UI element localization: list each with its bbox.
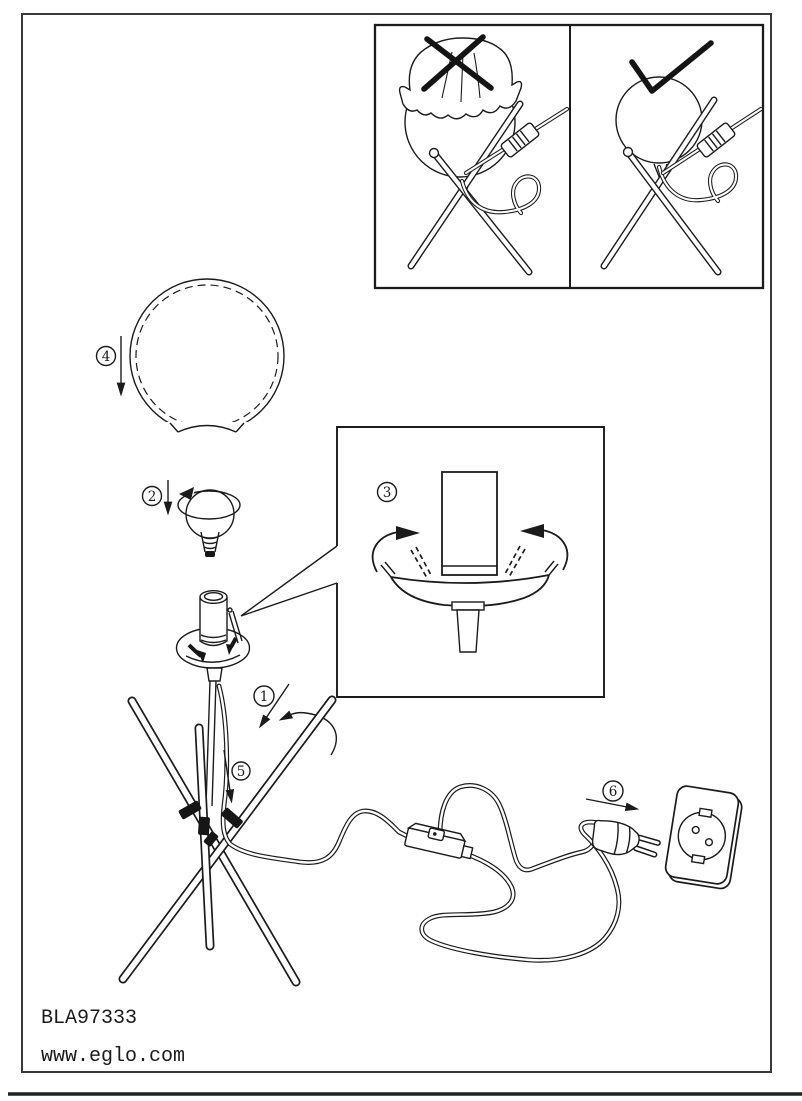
spring-clip [228, 610, 243, 644]
cord-collar [460, 844, 474, 860]
socket-hole [691, 825, 700, 835]
detail-inset: 3 [336, 426, 605, 698]
warning-panel-correct [600, 40, 764, 276]
socket-sleeve [441, 471, 498, 576]
lamp-legs [600, 96, 722, 276]
step-6-label: 6 [585, 780, 640, 811]
inline-switch [500, 122, 540, 158]
x-mark-icon [421, 34, 494, 92]
step-2-label: 2 [141, 480, 173, 516]
check-mark-icon [629, 40, 714, 94]
press-arrow-left-icon [371, 531, 399, 573]
page-border [21, 13, 772, 1073]
step-6-number: 6 [609, 784, 618, 800]
press-arrow-icon [226, 644, 234, 655]
cloth-cover [398, 37, 523, 120]
warning-panel-wrong [398, 34, 570, 276]
feed-cord-arrow-icon [223, 749, 235, 804]
inline-switch [404, 822, 474, 860]
leg-connectors [178, 800, 243, 847]
spring-clip [508, 548, 526, 578]
step-5-label: 5 [223, 749, 251, 804]
rotate-arrow-icon [278, 710, 337, 756]
warning-box [373, 23, 765, 290]
product-code: BLA97333 [41, 1007, 137, 1030]
shade-holder-bowl [371, 524, 569, 653]
plug-in-arrow-icon [585, 798, 640, 811]
step-1-label: 1 [253, 683, 290, 729]
stem-pole [205, 680, 217, 807]
lamp-legs [407, 100, 533, 276]
step-1-number: 1 [260, 689, 269, 705]
wall-socket [664, 785, 743, 890]
bulb-tip [205, 551, 215, 557]
glass-globe [129, 278, 285, 439]
rotate-arrow-icon [177, 490, 241, 520]
socket-assembly [175, 590, 251, 807]
press-arrow-right-icon [541, 529, 569, 571]
socket-hole [704, 838, 714, 847]
press-arrow-icon [197, 650, 206, 663]
step-5-number: 5 [237, 764, 246, 780]
ground-clip [698, 807, 713, 818]
ground-clip [690, 854, 706, 865]
step-2-number: 2 [148, 489, 157, 505]
bowl-neck [456, 609, 480, 653]
step-4-label: 4 [95, 336, 126, 397]
spring-clip [410, 549, 428, 579]
power-cord [216, 683, 416, 865]
website-url: www.eglo.com [41, 1045, 185, 1068]
socket-cylinder [199, 597, 228, 647]
insert-arrow-icon [258, 683, 290, 729]
light-bulb [176, 483, 241, 557]
euro-plug [591, 819, 661, 858]
step-3-number: 3 [383, 485, 392, 501]
step-4-number: 4 [102, 349, 111, 365]
inline-switch [696, 122, 736, 158]
callout-lines [240, 545, 338, 617]
